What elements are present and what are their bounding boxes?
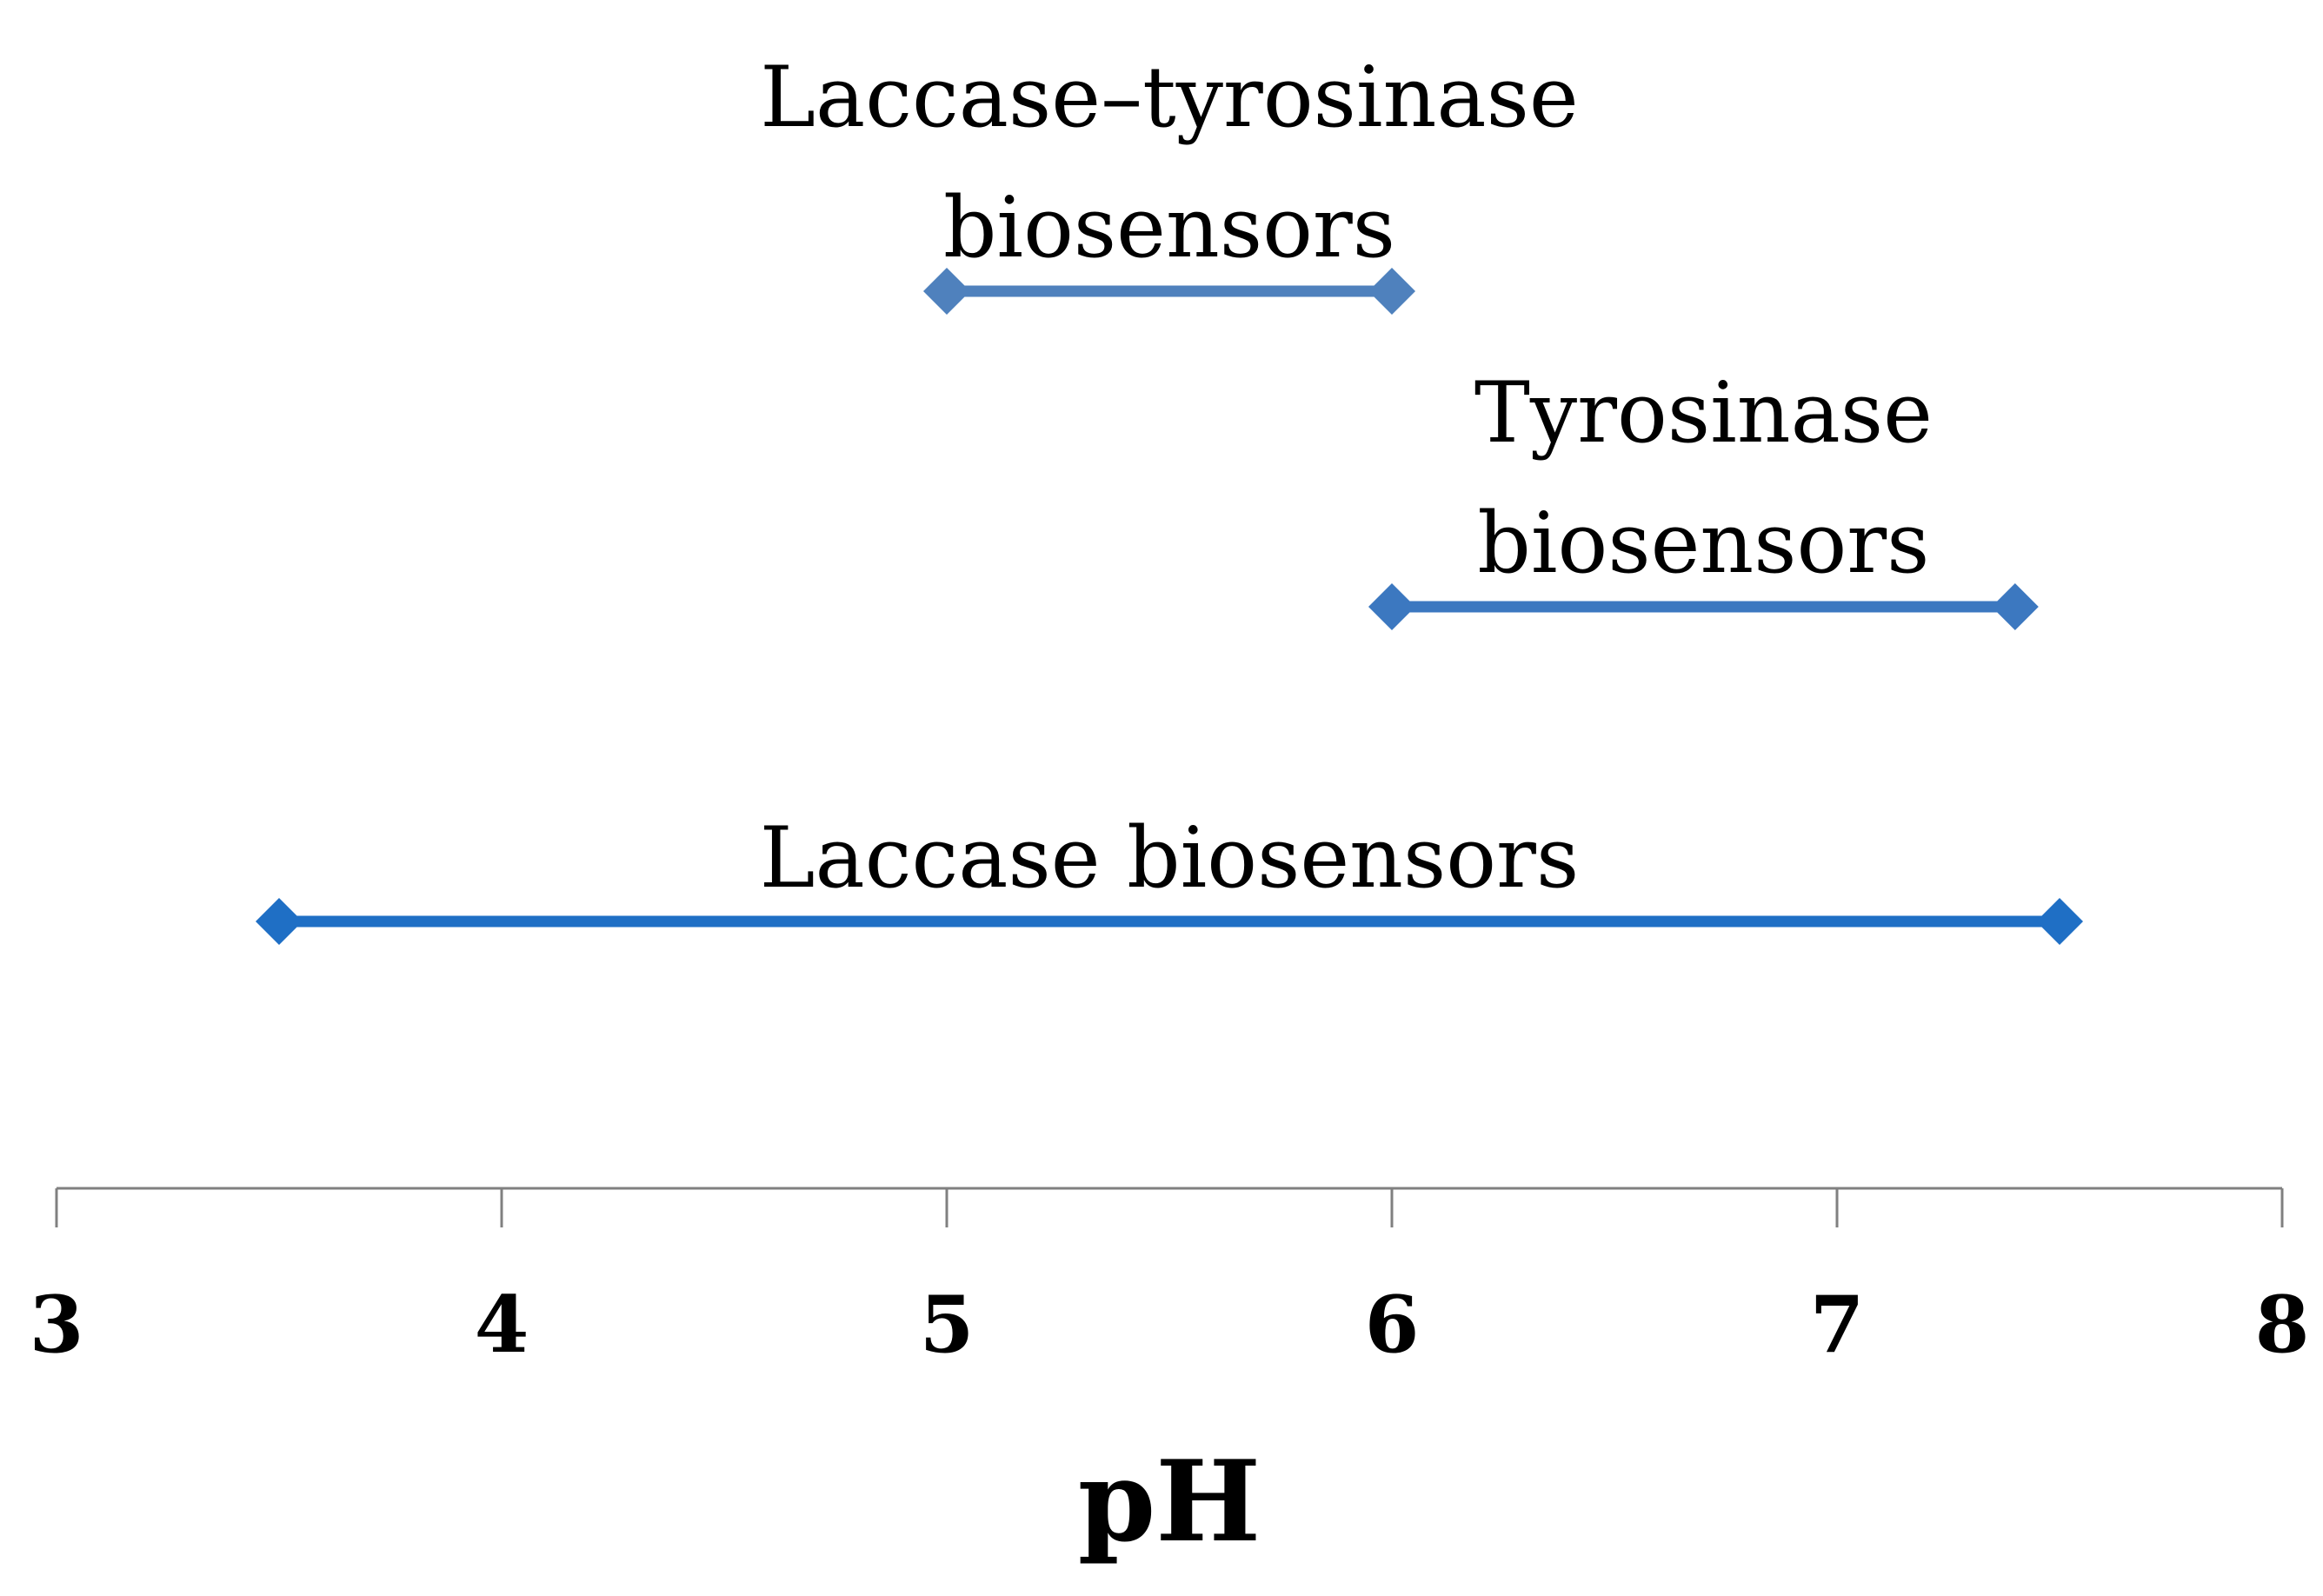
x-tick-label: 3 — [30, 1279, 84, 1371]
range-label: biosensors — [1477, 495, 1929, 592]
range-end-marker — [2036, 898, 2083, 945]
range-start-marker — [923, 268, 970, 315]
range-start-marker — [256, 898, 303, 945]
range-series: Laccase–tyrosinasebiosensorsTyrosinasebi… — [256, 49, 2083, 945]
x-axis-ticks: 3 4 5 6 7 8 — [30, 1188, 2310, 1371]
x-tick-label: 6 — [1365, 1279, 1420, 1371]
x-axis-title: pH — [1078, 1437, 1261, 1567]
range-series-2: Laccase biosensors — [256, 809, 2083, 945]
range-series-1: Tyrosinase biosensors — [1368, 364, 2039, 630]
x-tick-label: 4 — [475, 1279, 529, 1371]
range-label: Laccase–tyrosinase — [760, 49, 1578, 146]
range-label: biosensors — [943, 179, 1395, 276]
range-end-marker — [1991, 583, 2039, 630]
x-tick-label: 7 — [1810, 1279, 1865, 1371]
x-tick-label: 8 — [2255, 1279, 2310, 1371]
range-label: Tyrosinase — [1474, 364, 1933, 462]
range-label: Laccase biosensors — [760, 809, 1579, 907]
range-end-marker — [1368, 268, 1415, 315]
range-series-0: Laccase–tyrosinase biosensors — [760, 49, 1579, 315]
x-tick-label: 5 — [920, 1279, 975, 1371]
range-start-marker — [1368, 583, 1415, 630]
